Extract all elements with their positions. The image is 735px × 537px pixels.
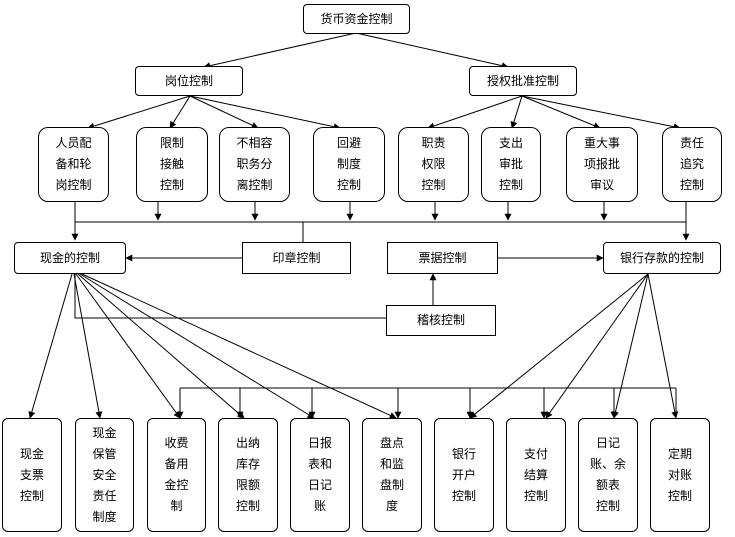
node-payment-settlement: 支付 结算 控制 <box>506 418 566 532</box>
node-seal-control: 印章控制 <box>242 242 351 274</box>
node-bill-control: 票据控制 <box>387 242 498 274</box>
node-post-control: 岗位控制 <box>135 66 243 96</box>
node-expense-approval: 支出 审批 控制 <box>481 127 541 202</box>
node-accountability: 责任 追究 控制 <box>662 127 722 202</box>
edge-audit-cash <box>74 274 386 319</box>
node-limit-access: 限制 接触 控制 <box>136 127 208 202</box>
node-journal-balance: 日记 账、余 额表 控制 <box>578 418 638 532</box>
node-audit-control: 稽核控制 <box>386 305 496 336</box>
edge-bank-journal <box>612 273 649 419</box>
node-cash-control: 现金的控制 <box>14 242 126 274</box>
edge-auth-accountability <box>521 95 681 131</box>
node-root: 货币资金控制 <box>303 4 410 34</box>
edge-bank-payment <box>545 273 649 419</box>
edge-root-post <box>203 32 357 70</box>
node-inventory: 盘点 和监 盘制 度 <box>362 418 422 532</box>
edge-root-auth <box>355 32 509 70</box>
node-reconcile: 定期 对账 控制 <box>650 418 710 532</box>
node-avoidance: 回避 制度 控制 <box>313 127 385 202</box>
node-incompatible: 不相容 职务分 离控制 <box>219 127 290 202</box>
node-auth-control: 授权批准控制 <box>469 66 577 96</box>
edge-bank-bankaccount <box>469 273 649 419</box>
node-staffing: 人员配 备和轮 岗控制 <box>38 127 109 202</box>
node-cash-cheque: 现金 支票 控制 <box>2 418 62 532</box>
edge-cash-custody <box>73 273 103 419</box>
edge-cash-cheque <box>28 273 73 419</box>
edge-cash-inventory <box>81 273 397 419</box>
edge-auth-duty <box>427 95 523 130</box>
edge-auth-major <box>521 95 601 129</box>
node-bank-account: 银行 开户 控制 <box>434 418 494 532</box>
edge-bank-reconcile <box>647 273 679 419</box>
node-cash-custody: 现金 保管 安全 责任 制度 <box>75 418 134 532</box>
node-bank-control: 银行存款的控制 <box>603 242 721 274</box>
edge-cash-fee <box>75 273 181 419</box>
edge-post-staffing <box>87 95 191 130</box>
edge-post-incompatible <box>189 95 259 129</box>
node-daily-report: 日报 表和 日记 账 <box>290 418 350 532</box>
node-fee-reserve: 收费 备用 金控 制 <box>147 418 206 532</box>
node-duty-authority: 职责 权限 控制 <box>398 127 469 202</box>
node-major-items: 重大事 项报批 审议 <box>566 127 638 202</box>
edge-post-limit <box>169 95 191 129</box>
edge-cash-cashier <box>77 273 245 419</box>
edge-auth-expense <box>510 95 523 129</box>
edge-cash-daily <box>79 273 315 419</box>
node-cashier-limit: 出纳 库存 限额 控制 <box>218 418 278 532</box>
edge-post-avoidance <box>189 95 341 131</box>
